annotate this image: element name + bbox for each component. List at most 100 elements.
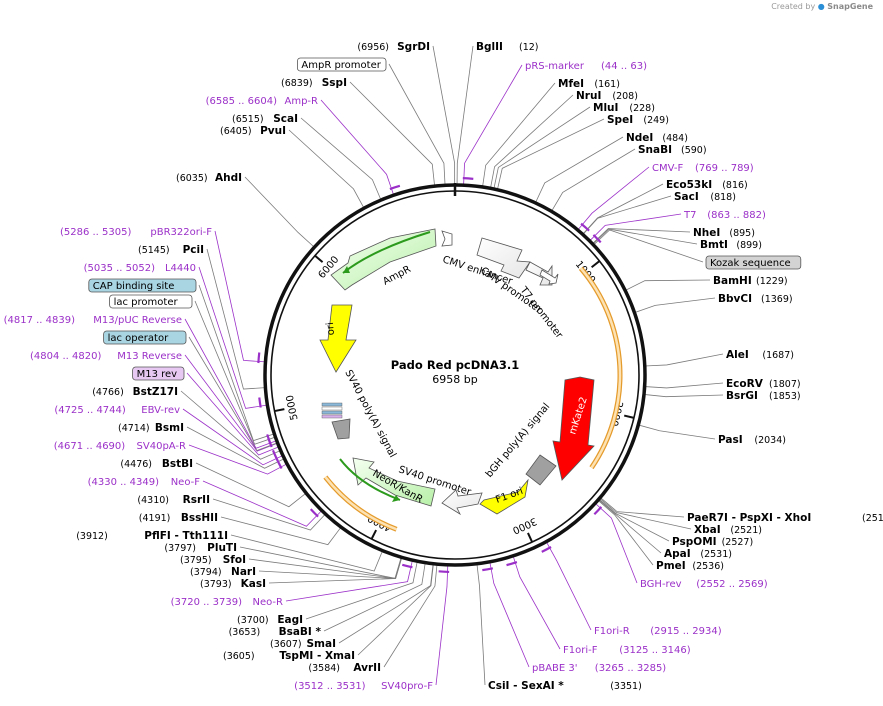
- sv40-promoter-arrow: [441, 489, 483, 516]
- site-label: AmpR promoter: [296, 57, 387, 72]
- ampr-label: AmpR: [381, 264, 413, 288]
- site-name: F1ori-F: [563, 645, 598, 656]
- leader-line: [624, 279, 711, 291]
- scale-tick: [370, 529, 378, 540]
- primer-arc: [541, 546, 552, 553]
- site-position: (249): [643, 115, 669, 126]
- site-position: (5035 .. 5052): [84, 263, 156, 274]
- site-name: XbaI: [694, 524, 721, 536]
- primer-arc: [389, 184, 401, 191]
- site-label: lac operator: [103, 330, 187, 345]
- site-name: PvuI: [260, 125, 286, 137]
- site-label: F1ori-R (2915 .. 2934): [594, 626, 722, 637]
- leader-line: [288, 129, 365, 209]
- site-label: L4440(5035 .. 5052): [84, 263, 196, 274]
- plasmid-size: 6958 bp: [432, 373, 477, 386]
- site-position: (4191): [139, 513, 171, 524]
- site-position: (161): [594, 79, 620, 90]
- leader-line: [206, 248, 266, 390]
- site-position: (4310): [137, 495, 169, 506]
- site-position: (2915 .. 2934): [650, 626, 722, 637]
- site-label: Eco53kI(816): [666, 179, 748, 191]
- orange-arc-cds-inner: [579, 267, 622, 469]
- site-position: (484): [662, 133, 688, 144]
- leader-line: [598, 498, 670, 542]
- t7-promoter-arrow: [539, 269, 559, 285]
- primer-arc: [258, 397, 262, 408]
- site-name: SmaI: [307, 638, 337, 650]
- scale-tick: [623, 414, 635, 419]
- primer-arc: [438, 570, 450, 574]
- scale-tick-label: 5000: [285, 394, 301, 421]
- feature-label-text: AmpR promoter: [301, 60, 381, 71]
- site-position: (4817 .. 4839): [4, 315, 76, 326]
- site-label: BsaBI *(3653): [229, 626, 322, 638]
- site-name: BglII: [476, 41, 503, 53]
- t7-promoter-label: T7 promoter: [517, 284, 565, 341]
- leader-line: [598, 499, 662, 554]
- site-name: BsmI: [155, 422, 184, 434]
- site-label: PvuI(6405): [220, 125, 286, 137]
- primer-arcs: [257, 177, 603, 574]
- site-label: AleI(1687): [726, 349, 794, 361]
- primer-arc: [592, 234, 602, 244]
- site-position: (3794): [190, 567, 222, 578]
- site-position: (4725 .. 4744): [54, 405, 126, 416]
- leader-line: [435, 564, 449, 686]
- site-name: NruI: [576, 90, 601, 102]
- primer-arc: [266, 434, 272, 446]
- site-name: KasI: [241, 578, 266, 590]
- feature-label-text: lac promoter: [114, 297, 179, 308]
- bgh-box: [525, 454, 557, 486]
- site-name: BstZ17I: [133, 386, 178, 398]
- site-name: pBR322ori-F: [150, 227, 212, 238]
- site-name: MluI: [593, 102, 618, 114]
- site-label: SacI(818): [674, 191, 736, 203]
- site-label: F1ori-F(3125 .. 3146): [563, 645, 691, 656]
- site-position: (1369): [761, 294, 793, 305]
- leader-line: [597, 499, 654, 566]
- site-position: (2521): [730, 525, 762, 536]
- neor-direction-head: [392, 495, 400, 502]
- site-position: (816): [722, 180, 748, 191]
- leader-line: [388, 63, 446, 186]
- feature-label-text: CAP binding site: [93, 281, 175, 292]
- site-name: SV40pro-F: [381, 681, 433, 692]
- site-label: PciI(5145): [138, 244, 204, 256]
- leader-line: [220, 516, 342, 546]
- site-position: (2552 .. 2569): [696, 579, 768, 590]
- site-name: SfoI: [223, 554, 246, 566]
- site-position: (2034): [754, 435, 786, 446]
- leader-line: [490, 94, 574, 189]
- site-position: (590): [681, 145, 707, 156]
- site-label: ScaI(6515): [232, 113, 298, 125]
- feature-label-box: [88, 278, 197, 293]
- primer-arc: [462, 177, 474, 180]
- feature-label-text: Kozak sequence: [710, 258, 791, 269]
- ampr-promoter-arrow: [441, 230, 453, 247]
- site-name: ApaI: [664, 548, 691, 560]
- site-name: F1ori-R: [594, 626, 630, 637]
- site-position: (3795): [180, 555, 212, 566]
- site-label: PasI (2034): [718, 434, 786, 446]
- site-name: ScaI: [273, 113, 298, 125]
- site-label: pRS-marker(44 .. 63): [525, 61, 647, 72]
- feature-label-box: [705, 255, 802, 270]
- site-label: Neo-F(4330 .. 4349): [88, 477, 201, 488]
- leader-line: [643, 394, 724, 398]
- site-position: (6585 .. 6604): [206, 96, 278, 107]
- site-name: BamHI: [713, 275, 752, 287]
- site-name: Neo-R: [253, 597, 284, 608]
- leader-line: [300, 117, 382, 201]
- leader-line: [535, 136, 624, 204]
- site-name: EcoRV: [726, 378, 764, 390]
- f1-ori-arrow: [479, 478, 529, 515]
- site-label: NarI(3794): [190, 566, 256, 578]
- site-name: AvrII: [353, 662, 381, 674]
- leader-line: [184, 318, 277, 449]
- site-position: (3605): [223, 651, 255, 662]
- site-name: PasI: [718, 434, 743, 446]
- site-label: SmaI(3607): [270, 638, 336, 650]
- site-name: PluTI: [207, 542, 237, 554]
